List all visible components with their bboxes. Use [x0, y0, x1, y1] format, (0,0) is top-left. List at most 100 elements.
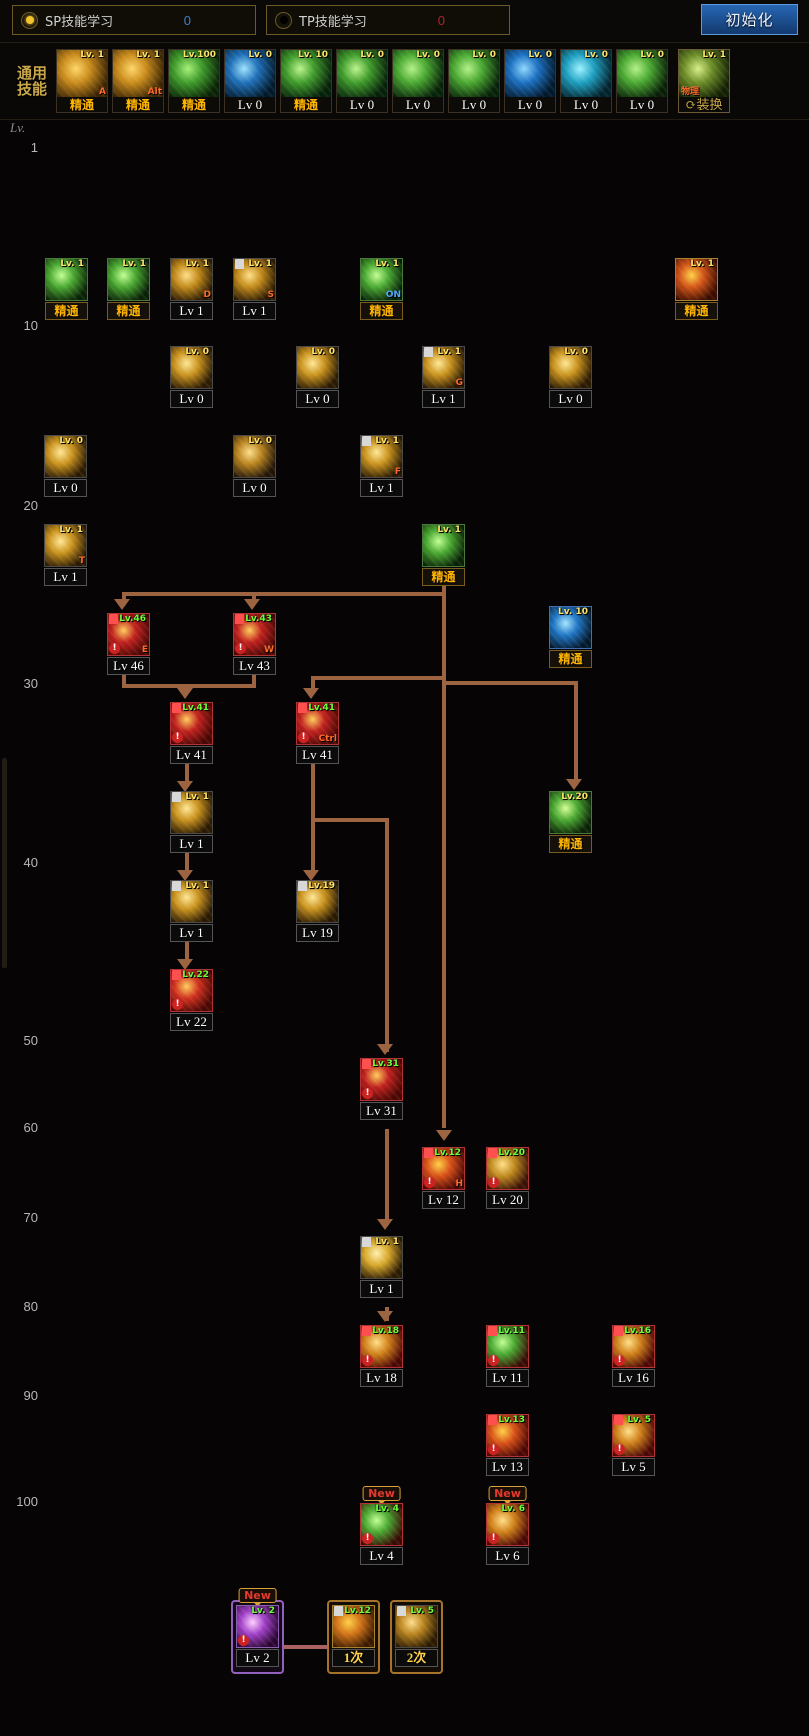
- skill-icon[interactable]: Lv. 0: [170, 346, 213, 389]
- skill-node[interactable]: Lv.41!Lv 41: [170, 702, 213, 764]
- skill-icon[interactable]: Lv. 0: [505, 50, 555, 97]
- skill-icon[interactable]: Lv.43!W: [233, 613, 276, 656]
- skill-icon[interactable]: Lv. 5: [395, 1605, 438, 1648]
- skill-icon[interactable]: Lv. 0: [393, 50, 443, 97]
- skill-icon[interactable]: Lv.19: [296, 880, 339, 923]
- skill-icon[interactable]: Lv. 0: [549, 346, 592, 389]
- skill-icon[interactable]: Lv. 0: [44, 435, 87, 478]
- skill-icon[interactable]: Lv. 0: [337, 50, 387, 97]
- skill-icon[interactable]: Lv.46!E: [107, 613, 150, 656]
- vertical-scrollbar[interactable]: [2, 758, 7, 968]
- skill-icon[interactable]: Lv. 0: [296, 346, 339, 389]
- skill-icon[interactable]: Lv.22!: [170, 969, 213, 1012]
- skill-icon[interactable]: Lv.20: [549, 791, 592, 834]
- skill-icon[interactable]: Lv. 0: [449, 50, 499, 97]
- skill-icon[interactable]: Lv. 10: [281, 50, 331, 97]
- skill-icon[interactable]: Lv. 1: [107, 258, 150, 301]
- skill-icon[interactable]: Lv.16!: [612, 1325, 655, 1368]
- skill-icon[interactable]: Lv. 1: [360, 1236, 403, 1279]
- skill-node[interactable]: Lv.13!Lv 13: [486, 1414, 529, 1476]
- skill-icon[interactable]: Lv. 4!: [360, 1503, 403, 1546]
- skill-icon[interactable]: Lv. 1: [422, 524, 465, 567]
- skill-icon[interactable]: Lv.20!: [486, 1147, 529, 1190]
- skill-icon[interactable]: Lv. 5!: [612, 1414, 655, 1457]
- skill-node[interactable]: Lv. 5!Lv 5: [612, 1414, 655, 1476]
- skill-icon[interactable]: Lv. 0: [233, 435, 276, 478]
- skill-icon[interactable]: Lv. 1: [675, 258, 718, 301]
- skill-node[interactable]: Lv.22!Lv 22: [170, 969, 213, 1031]
- skill-icon[interactable]: Lv. 1: [170, 880, 213, 923]
- skill-node[interactable]: Lv.31!Lv 31: [360, 1058, 403, 1120]
- skill-node[interactable]: Lv.18!Lv 18: [360, 1325, 403, 1387]
- radio-on-icon[interactable]: [21, 11, 38, 29]
- skill-icon[interactable]: Lv. 2!: [236, 1605, 279, 1648]
- radio-off-icon[interactable]: [275, 11, 292, 29]
- skill-icon[interactable]: Lv. 0: [561, 50, 611, 97]
- skill-icon[interactable]: Lv.41!: [170, 702, 213, 745]
- skill-icon[interactable]: Lv.12: [332, 1605, 375, 1648]
- skill-icon[interactable]: Lv.18!: [360, 1325, 403, 1368]
- skill-icon[interactable]: Lv. 10: [549, 606, 592, 649]
- skill-icon[interactable]: Lv.100: [169, 50, 219, 97]
- skill-icon[interactable]: Lv.12!H: [422, 1147, 465, 1190]
- skill-node[interactable]: Lv.11!Lv 11: [486, 1325, 529, 1387]
- skill-icon[interactable]: Lv.41!Ctrl: [296, 702, 339, 745]
- skill-node[interactable]: Lv.16!Lv 16: [612, 1325, 655, 1387]
- skill-icon[interactable]: Lv.31!: [360, 1058, 403, 1101]
- sp-learn-tab[interactable]: SP技能学习 0: [12, 5, 256, 35]
- skill-icon[interactable]: Lv. 1: [45, 258, 88, 301]
- initialize-button[interactable]: 初始化: [701, 4, 798, 35]
- skill-icon[interactable]: Lv. 6!: [486, 1503, 529, 1546]
- skill-node[interactable]: Lv.20!Lv 20: [486, 1147, 529, 1209]
- skill-icon[interactable]: Lv. 0: [617, 50, 667, 97]
